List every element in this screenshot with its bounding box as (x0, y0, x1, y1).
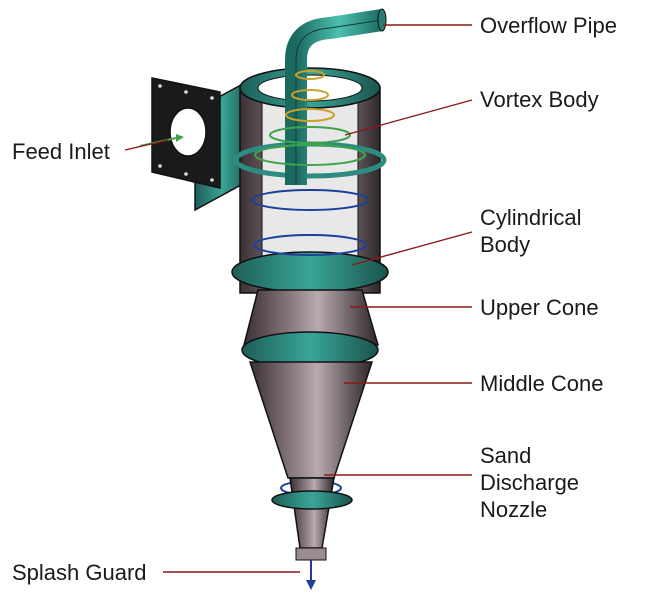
label-sand-discharge-nozzle-line3: Nozzle (480, 497, 548, 522)
label-vortex-body: Vortex Body (480, 87, 599, 112)
cylinder-section (231, 67, 389, 294)
label-sand-discharge-nozzle: Sand Discharge Nozzle (480, 442, 579, 523)
feed-inlet-assembly (151, 77, 251, 212)
label-middle-cone: Middle Cone (480, 371, 604, 396)
label-upper-cone: Upper Cone (480, 295, 599, 320)
label-cylindrical-body: Cylindrical Body (480, 204, 581, 258)
label-feed-inlet: Feed Inlet (12, 139, 110, 164)
leader-lines (124, 24, 473, 573)
label-overflow-pipe: Overflow Pipe (480, 13, 617, 38)
nozzle-shape (271, 477, 353, 561)
label-sand-discharge-nozzle-line2: Discharge (480, 470, 580, 495)
label-sand-discharge-nozzle-line1: Sand (480, 443, 532, 468)
label-cylindrical-body-line1: Cylindrical (480, 205, 582, 230)
label-splash-guard: Splash Guard (12, 560, 147, 585)
upper-cone-shape (241, 289, 379, 369)
vortex-helix (251, 70, 369, 256)
label-cylindrical-body-line2: Body (480, 232, 531, 257)
